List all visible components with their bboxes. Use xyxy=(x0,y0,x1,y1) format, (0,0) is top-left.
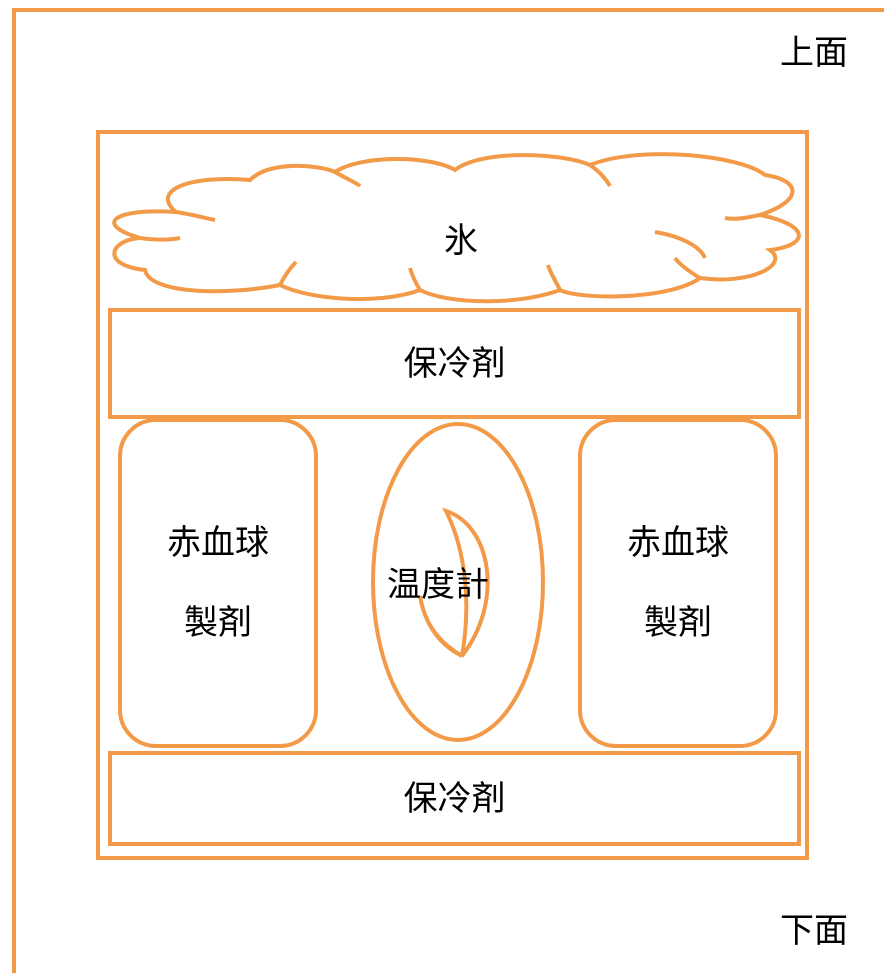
rbc-right-line1: 赤血球 xyxy=(627,523,729,563)
ice-cloud xyxy=(112,152,801,304)
thermometer-ellipse xyxy=(371,422,545,742)
rbc-right-line2: 製剤 xyxy=(644,603,712,643)
coolant-pack-bottom: 保冷剤 xyxy=(108,751,801,846)
rbc-product-left: 赤血球 製剤 xyxy=(118,418,318,748)
rbc-product-right: 赤血球 製剤 xyxy=(578,418,778,748)
outer-container xyxy=(12,8,884,973)
bottom-label: 下面 xyxy=(780,911,848,951)
coolant-top-label: 保冷剤 xyxy=(403,343,506,384)
rbc-left-line1: 赤血球 xyxy=(167,523,269,563)
rbc-left-line2: 製剤 xyxy=(184,603,252,643)
coolant-pack-top: 保冷剤 xyxy=(108,308,801,419)
cooler-box xyxy=(96,130,809,860)
thermometer-needle-lower xyxy=(418,595,464,658)
coolant-bottom-label: 保冷剤 xyxy=(403,778,506,819)
top-label: 上面 xyxy=(780,33,848,73)
ice-label: 氷 xyxy=(444,221,478,261)
thermometer-label: 温度計 xyxy=(387,565,489,605)
